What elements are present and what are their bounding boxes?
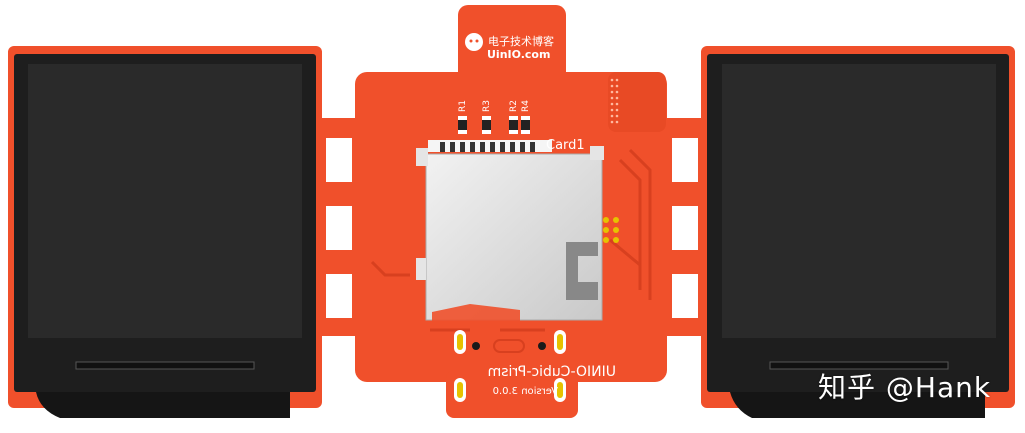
left-tab-cutouts (326, 138, 352, 318)
resistor-group: R1 R3 R2 R4 (458, 100, 531, 134)
resistor-r2: R2 (509, 100, 519, 134)
version-silk: Version 3.0.0 (493, 386, 558, 397)
top-tab (458, 5, 566, 85)
gold-pad-array (603, 217, 619, 243)
logo-text: 电子技术博客 (488, 34, 554, 48)
watermark-text: 知乎 @Hank (818, 371, 992, 404)
left-display-base (36, 392, 290, 418)
svg-text:R4: R4 (521, 100, 531, 112)
svg-text:R3: R3 (482, 100, 492, 112)
right-tab-cutouts (672, 138, 698, 318)
left-display-ribbon (75, 361, 255, 370)
logo-block: 电子技术博客 UinIO.com (465, 33, 554, 61)
product-name-silk: UINIO-Cubic-Prism (488, 364, 616, 380)
svg-text:R2: R2 (509, 100, 519, 112)
right-display-ribbon (769, 361, 949, 370)
copper-pour (608, 72, 666, 132)
pcb-traces (370, 148, 652, 332)
bottom-pads (454, 330, 566, 402)
microsd-card-slot: Card1 (416, 138, 604, 322)
resistor-r3: R3 (482, 100, 492, 134)
right-display-active-area (722, 64, 996, 338)
left-display-active-area (28, 64, 302, 338)
mascot-face-icon (465, 33, 483, 51)
bottom-tab (446, 370, 578, 418)
sd-slot-detent (566, 242, 598, 300)
right-display-module (701, 46, 1015, 418)
left-display-module (8, 46, 322, 418)
via-array (610, 78, 619, 124)
resistor-r4: R4 (521, 100, 531, 134)
card1-label: Card1 (546, 138, 585, 153)
svg-text:R1: R1 (458, 100, 468, 112)
resistor-r1: R1 (458, 100, 468, 134)
right-display-base (730, 392, 985, 418)
site-text: UinIO.com (487, 48, 550, 61)
